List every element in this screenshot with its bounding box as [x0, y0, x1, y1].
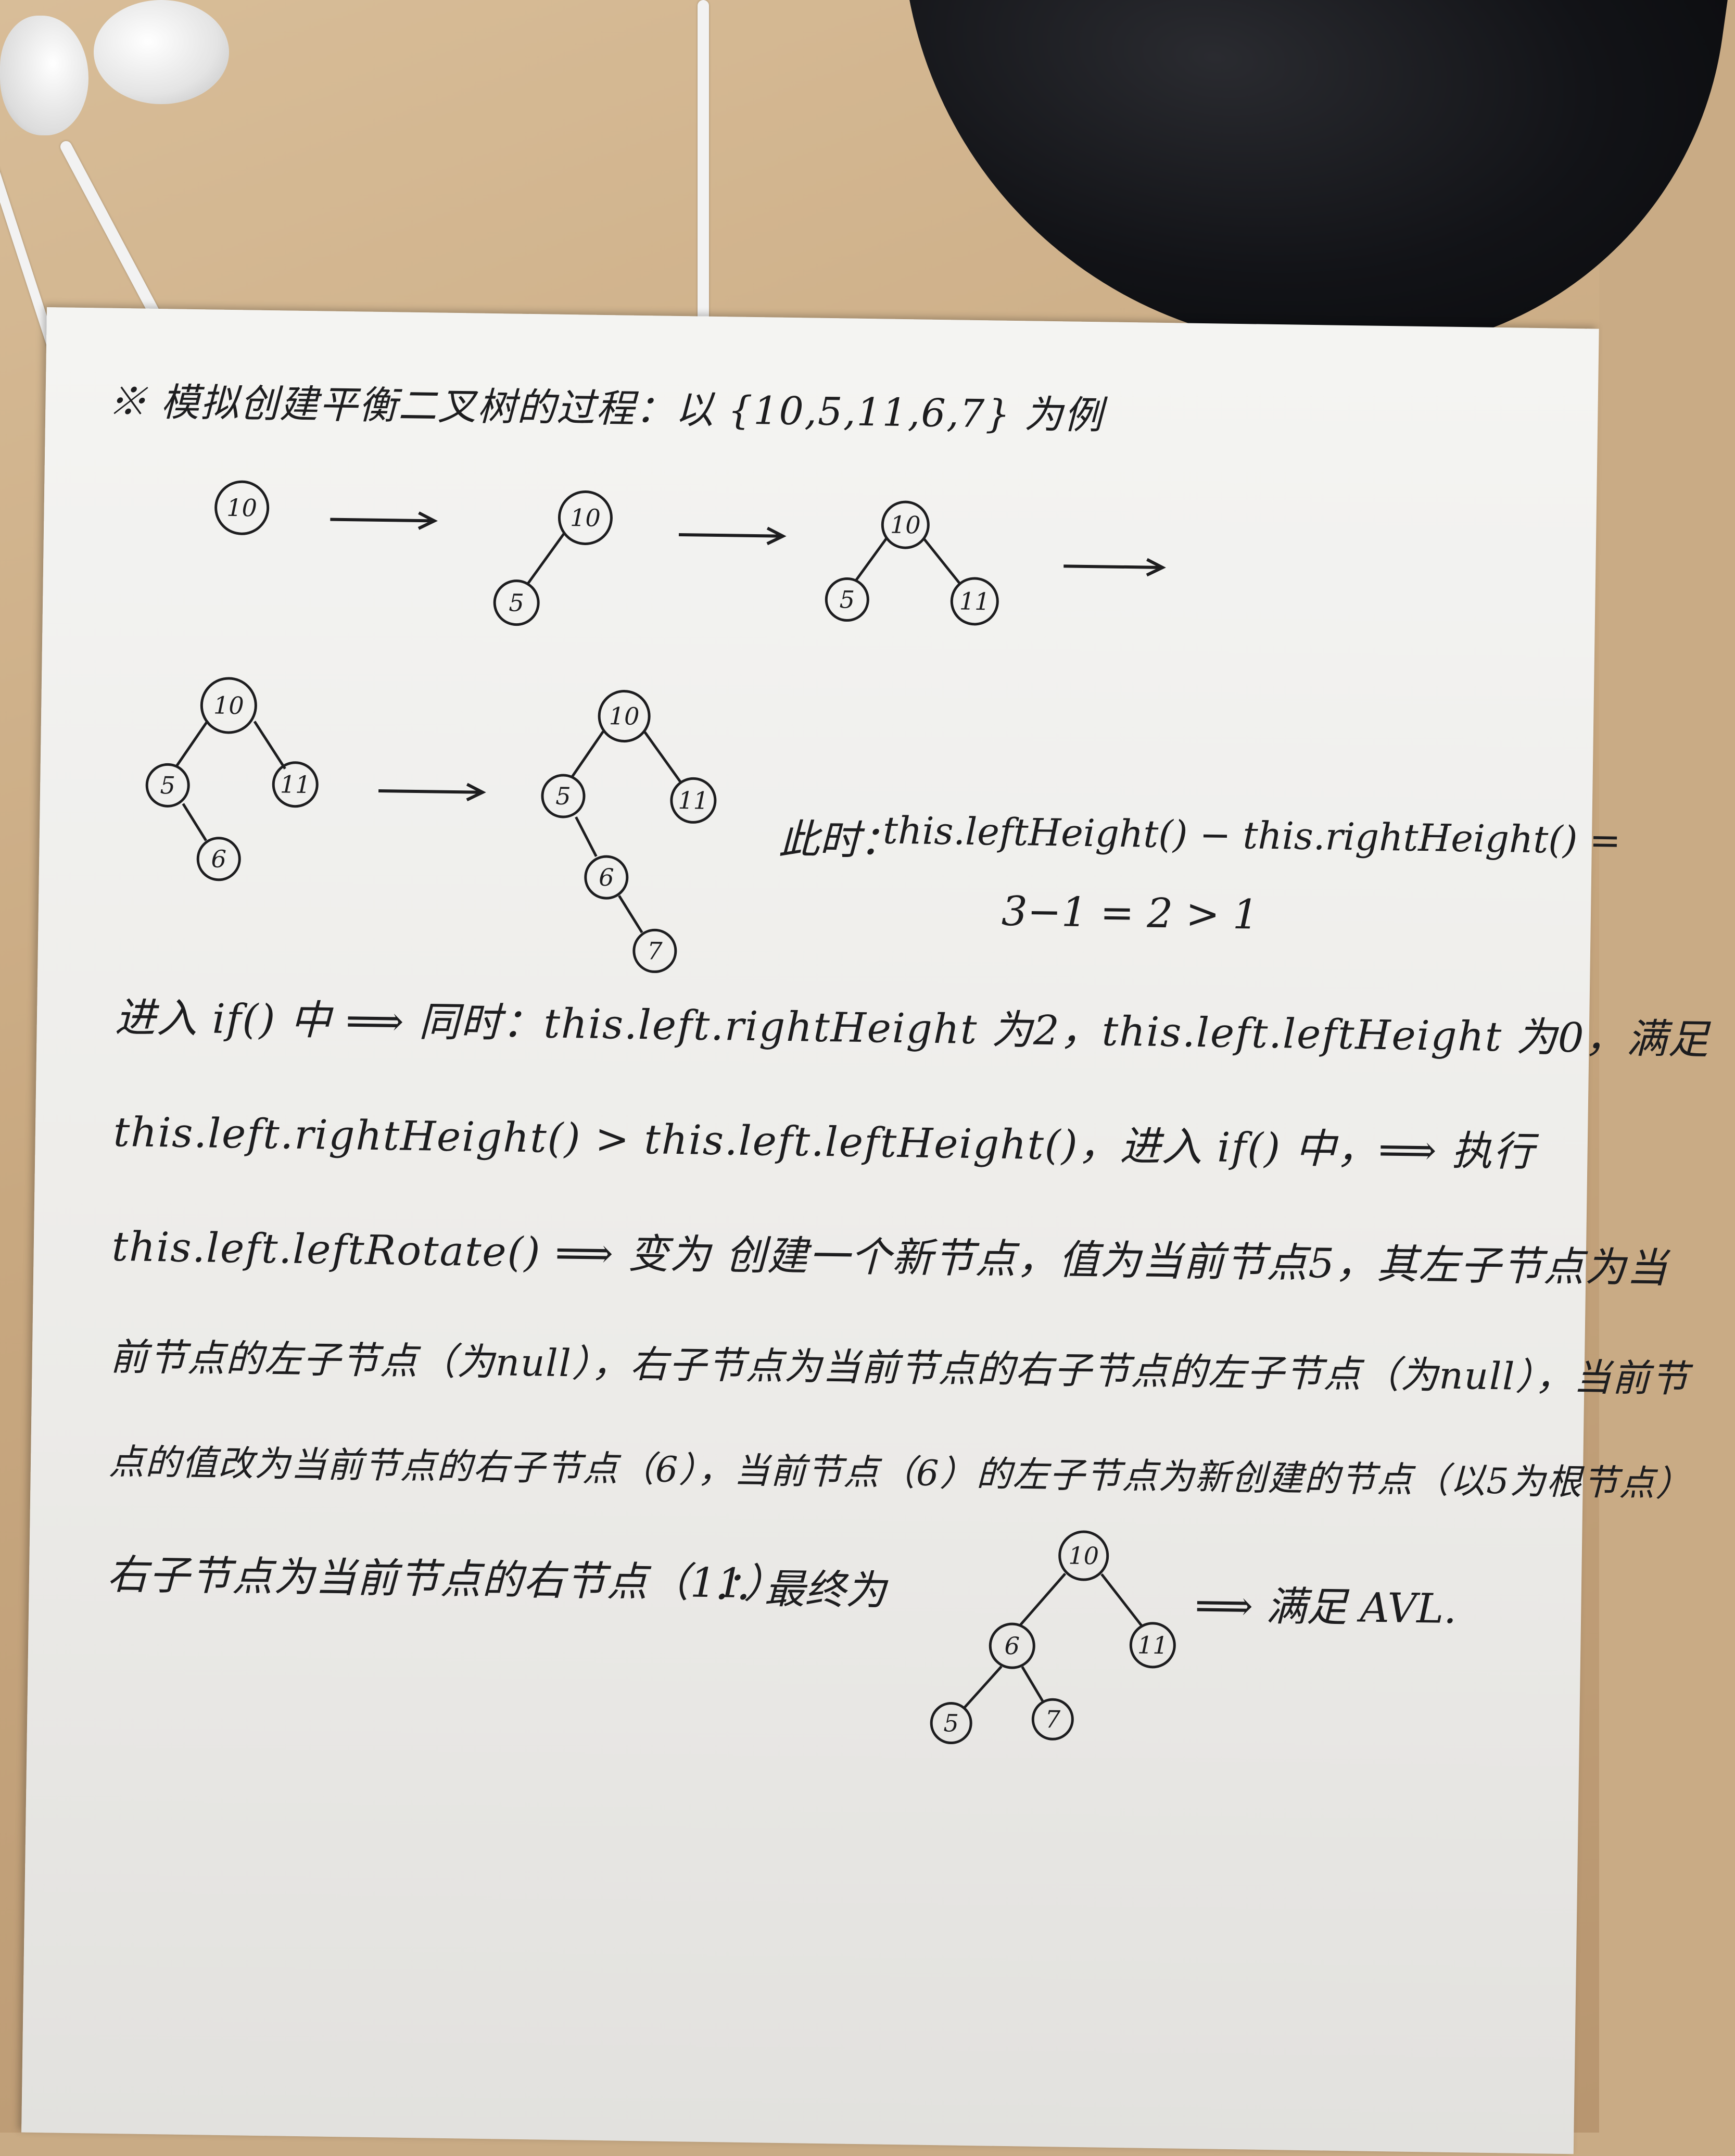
- tree-node: 10: [558, 490, 613, 545]
- tree-edge: [570, 730, 604, 779]
- svg-text:10: 10: [226, 494, 257, 522]
- svg-text:10: 10: [1068, 1542, 1099, 1570]
- tree-node: 10: [598, 690, 651, 743]
- svg-text:10: 10: [609, 702, 639, 730]
- conclusion-label: ∴ 最终为: [711, 1565, 887, 1615]
- tree-node: 5: [930, 1702, 972, 1745]
- arrow-icon: [1063, 558, 1166, 577]
- tree-edge: [174, 720, 209, 768]
- snapshot-note-result: 3−1 = 2 > 1: [1001, 888, 1259, 939]
- earbud-left: [0, 16, 88, 135]
- explanation-line: 右子节点为当前节点的右节点（11）: [107, 1551, 786, 1608]
- svg-text:7: 7: [1045, 1705, 1061, 1733]
- svg-text:11: 11: [678, 786, 708, 815]
- conclusion-result: ⟹ 满足 AVL.: [1194, 1582, 1457, 1633]
- tree-edge: [1100, 1573, 1144, 1628]
- tree-node: 6: [584, 855, 629, 900]
- tree-step-5: 10 5 11 6 7: [541, 690, 717, 973]
- tree-node: 11: [272, 761, 319, 808]
- avl-tree-diagrams: 10 10 5 10 5 11: [145, 480, 1176, 1745]
- svg-text:10: 10: [213, 691, 244, 720]
- tree-step-3: 10 5 11: [825, 500, 999, 626]
- tree-node: 5: [493, 579, 540, 626]
- svg-text:6: 6: [211, 845, 226, 873]
- svg-text:5: 5: [160, 771, 175, 799]
- svg-text:10: 10: [570, 503, 601, 532]
- notebook-page: ※ 模拟创建平衡二叉树的过程：以 {10,5,11,6,7} 为例 10 10 …: [21, 307, 1710, 2154]
- tree-node: 10: [214, 480, 270, 535]
- tree-edge: [643, 731, 682, 783]
- tree-node: 6: [196, 837, 241, 881]
- tree-node: 10: [200, 677, 257, 734]
- earphone-cable: [698, 0, 709, 323]
- tree-step-1: 10: [214, 480, 270, 535]
- arrow-icon: [378, 783, 486, 802]
- tree-edge: [575, 816, 598, 857]
- svg-text:6: 6: [599, 863, 614, 891]
- tree-step-2: 10 5: [493, 490, 613, 626]
- tree-edge: [1019, 1572, 1067, 1626]
- tree-node: 6: [989, 1622, 1035, 1669]
- svg-text:6: 6: [1004, 1632, 1020, 1660]
- tree-node: 5: [825, 577, 869, 622]
- tree-final: 10 6 11 5 7: [930, 1530, 1176, 1745]
- tree-edge: [618, 895, 643, 934]
- svg-text:11: 11: [280, 770, 311, 799]
- tree-node: 10: [1058, 1530, 1109, 1581]
- tree-edge: [253, 721, 286, 770]
- svg-text:5: 5: [555, 782, 571, 810]
- svg-text:5: 5: [839, 585, 855, 613]
- tree-edge: [182, 803, 207, 841]
- svg-text:5: 5: [943, 1709, 959, 1737]
- tree-node: 11: [950, 577, 999, 626]
- tree-edge: [526, 532, 566, 586]
- tree-node: 10: [881, 500, 930, 549]
- tree-node: 5: [145, 763, 190, 808]
- tree-node: 11: [670, 777, 717, 824]
- tree-step-4: 10 5 11 6: [145, 677, 319, 881]
- tree-edge: [922, 537, 960, 584]
- tree-edge: [1021, 1666, 1044, 1702]
- svg-text:11: 11: [959, 587, 990, 616]
- svg-text:5: 5: [509, 588, 524, 616]
- tree-edge: [854, 537, 889, 583]
- tree-node: 5: [541, 774, 586, 818]
- earbud-right: [94, 0, 229, 104]
- tree-node: 7: [1031, 1698, 1074, 1741]
- svg-text:7: 7: [647, 937, 663, 965]
- tree-edge: [963, 1666, 1003, 1709]
- svg-text:11: 11: [1137, 1631, 1168, 1660]
- arrow-icon: [678, 526, 787, 546]
- arrow-icon: [330, 511, 438, 530]
- tree-node: 11: [1129, 1622, 1176, 1669]
- svg-text:10: 10: [890, 511, 921, 539]
- tree-node: 7: [632, 928, 677, 973]
